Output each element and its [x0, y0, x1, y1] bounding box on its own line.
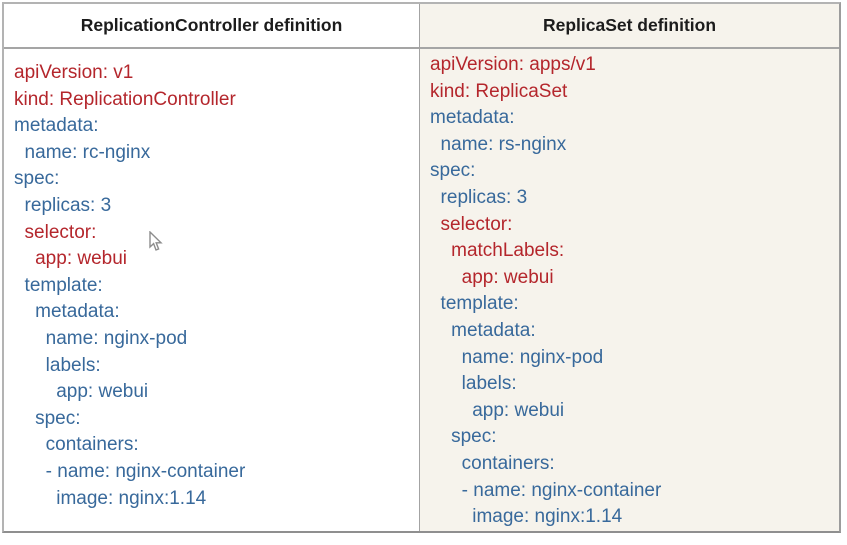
- yaml-line: app: webui: [430, 266, 554, 288]
- yaml-line: name: nginx-pod: [430, 346, 604, 368]
- definition-comparison-table: ReplicationController definition apiVers…: [2, 2, 841, 533]
- yaml-line: metadata:: [14, 301, 120, 323]
- replicationcontroller-yaml-block: apiVersion: v1 kind: ReplicationControlle…: [4, 49, 419, 531]
- yaml-line: template:: [430, 293, 519, 315]
- yaml-line: containers:: [14, 434, 139, 456]
- yaml-line: spec:: [430, 160, 476, 182]
- column-replicaset: ReplicaSet definition apiVersion: apps/v…: [419, 4, 839, 531]
- yaml-line: metadata:: [14, 115, 99, 137]
- yaml-line: - name: nginx-container: [14, 460, 246, 482]
- yaml-line: selector:: [14, 221, 97, 243]
- yaml-line: metadata:: [430, 107, 515, 129]
- yaml-line: selector:: [430, 213, 513, 235]
- yaml-line: name: rs-nginx: [430, 133, 567, 155]
- yaml-line: app: webui: [14, 381, 149, 403]
- yaml-line: kind: ReplicaSet: [430, 80, 568, 102]
- yaml-line: name: nginx-pod: [14, 327, 188, 349]
- yaml-line: spec:: [14, 168, 60, 190]
- yaml-line: image: nginx:1.14: [14, 487, 207, 509]
- replicaset-yaml-block: apiVersion: apps/v1 kind: ReplicaSet metad…: [420, 49, 839, 531]
- yaml-line: metadata:: [430, 319, 536, 341]
- yaml-line: labels:: [430, 373, 517, 395]
- yaml-line: apiVersion: apps/v1: [430, 54, 596, 75]
- yaml-line: replicas: 3: [430, 186, 528, 208]
- yaml-line: replicas: 3: [14, 194, 112, 216]
- yaml-line: image: nginx:1.14: [430, 506, 623, 528]
- yaml-line: name: rc-nginx: [14, 141, 151, 163]
- replicaset-header: ReplicaSet definition: [420, 4, 839, 49]
- yaml-line: spec:: [430, 426, 497, 448]
- replicationcontroller-header: ReplicationController definition: [4, 4, 419, 49]
- yaml-line: app: webui: [430, 399, 565, 421]
- yaml-line: template:: [14, 274, 103, 296]
- yaml-line: kind: ReplicationController: [14, 88, 236, 110]
- yaml-line: apiVersion: v1: [14, 62, 134, 83]
- yaml-line: app: webui: [14, 248, 128, 270]
- yaml-line: matchLabels:: [430, 240, 565, 262]
- yaml-line: spec:: [14, 407, 81, 429]
- yaml-line: containers:: [430, 452, 555, 474]
- yaml-line: - name: nginx-container: [430, 479, 662, 501]
- yaml-line: labels:: [14, 354, 101, 376]
- column-replicationcontroller: ReplicationController definition apiVers…: [4, 4, 419, 531]
